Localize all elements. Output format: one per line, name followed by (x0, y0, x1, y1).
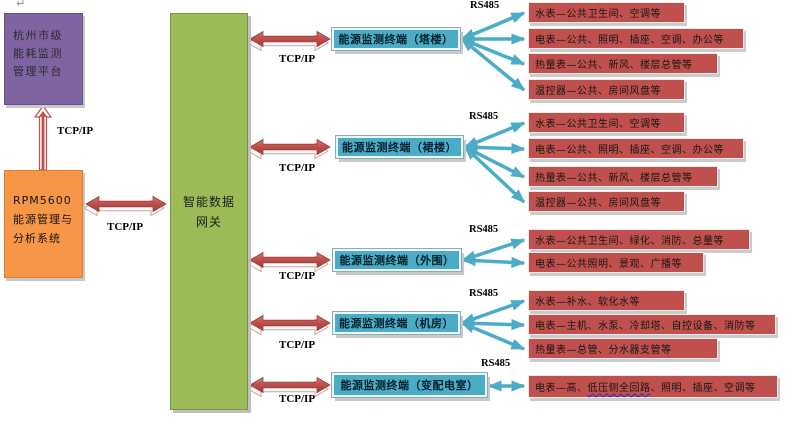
tcpip-label-1: TCP/IP (279, 53, 316, 65)
tcpip-arrow-2 (247, 139, 331, 159)
device-box: 温控器—公共、房间风盘等 (528, 191, 685, 212)
rs485-label-5: RS485 (481, 358, 511, 369)
rs485-arrows-podium (463, 121, 526, 204)
rs485-label-4: RS485 (469, 288, 499, 299)
gateway-label-line2: 网关 (195, 214, 222, 229)
rs485-arrows-tower (460, 11, 526, 92)
tcpip-arrow-rpm-gateway (83, 196, 167, 216)
terminal-box-tower: 能源监测终端（塔楼） (332, 28, 460, 50)
device-box: 水表—公共卫生间、绿化、消防、总量等 (528, 229, 750, 250)
terminal-box-plantroom: 能源监测终端（机房） (333, 312, 460, 334)
terminal-box-substation: 能源监测终端（变配电室） (332, 373, 487, 397)
rs485-label-2: RS485 (469, 111, 499, 122)
device-box: 热量表—公共、新风、楼层总管等 (528, 53, 718, 74)
rs485-arrows-perimeter (461, 238, 526, 268)
terminal-box-podium: 能源监测终端（裙楼） (336, 136, 463, 158)
device-box: 热量表—总管、分水器支管等 (528, 338, 718, 359)
device-box: 温控器—公共、房间风盘等 (528, 79, 685, 100)
device-box: 电表—公共、照明、插座、空调、办公等 (528, 28, 744, 49)
device-box: 电表—主机、水泵、冷却塔、自控设备、消防等 (528, 314, 776, 335)
tcpip-label-4: TCP/IP (279, 339, 316, 351)
device-box: 电表—公共、照明、插座、空调、办公等 (528, 138, 744, 159)
gateway-box: 智能数据 网关 (170, 13, 248, 410)
device-text-suffix: 、照明、插座、空调等 (650, 383, 756, 394)
rs485-label-1: RS485 (470, 0, 500, 11)
device-text-prefix: 电表—高、 (535, 383, 588, 394)
device-box: 电表—高、低压侧全回路、照明、插座、空调等 (528, 375, 778, 398)
platform-box: 杭州市级能耗监测管理平台 (4, 13, 83, 105)
tcpip-arrow-1 (247, 31, 331, 51)
gateway-label-line1: 智能数据 (182, 194, 235, 209)
tcpip-label-rpm-gateway: TCP/IP (107, 221, 144, 233)
device-box: 热量表—公共、新风、楼层总管等 (528, 166, 718, 187)
tcpip-arrow-up (33, 104, 53, 171)
terminal-box-perimeter: 能源监测终端（外围） (333, 249, 461, 271)
rs485-label-3: RS485 (469, 224, 499, 235)
rs485-arrows-plantroom (460, 299, 526, 351)
tcpip-label-up: TCP/IP (57, 125, 94, 137)
device-box: 水表—公共卫生间、空调等 (528, 2, 685, 23)
device-box: 水表—补水、软化水等 (528, 290, 685, 311)
tcpip-label-5: TCP/IP (279, 393, 316, 405)
device-box: 水表—公共卫生间、空调等 (528, 112, 685, 133)
tcpip-label-2: TCP/IP (279, 162, 316, 174)
device-text-underlined: 低压侧全回路 (587, 383, 651, 394)
tcpip-label-3: TCP/IP (279, 270, 316, 282)
tcpip-arrow-3 (247, 252, 331, 272)
word-anchor-icon: ↵ (16, 0, 26, 10)
tcpip-arrow-4 (247, 315, 331, 335)
device-box: 电表—公共照明、景观、广播等 (528, 252, 704, 273)
rpm-system-box: RPM5600能源管理与分析系统 (4, 170, 83, 278)
